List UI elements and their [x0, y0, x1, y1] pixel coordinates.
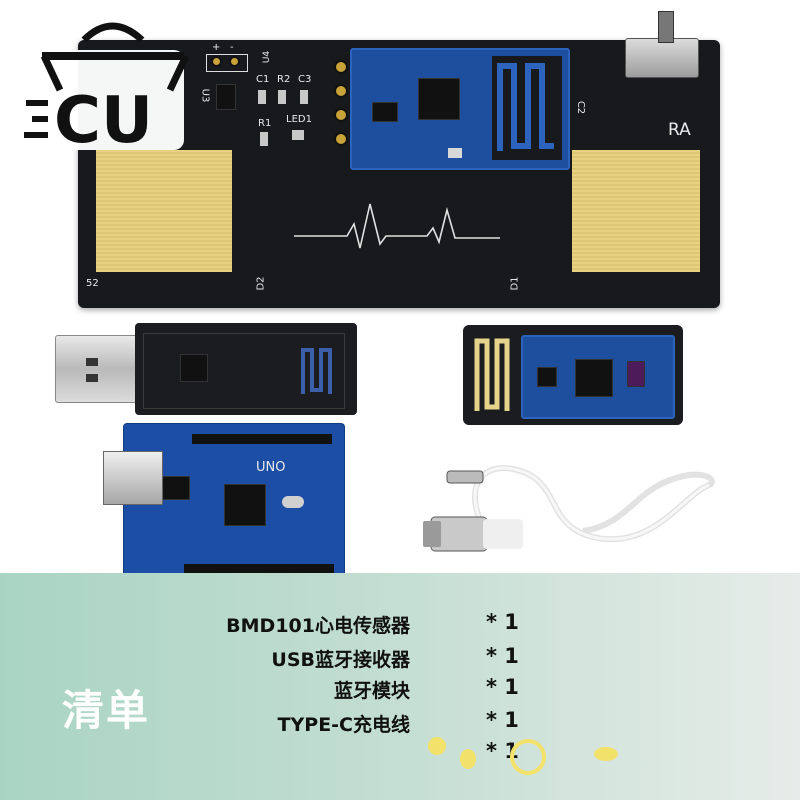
bmd101-module	[350, 48, 570, 170]
package-list-panel: 清单 BMD101心电传感器 * 1 USB蓝牙接收器 * 1 蓝牙模块 * 1…	[0, 573, 800, 800]
dongle-pcb	[135, 323, 357, 415]
module-chip-small	[372, 102, 398, 122]
electrode-pad-left	[96, 150, 232, 272]
usb-receiver-dongle	[55, 323, 357, 415]
uno-microcontroller	[224, 484, 266, 526]
label-minus: -	[230, 42, 234, 53]
electrode-pad-right	[572, 150, 700, 272]
logo-text: CU	[54, 84, 153, 158]
uno-crystal	[282, 496, 304, 508]
smd-component	[292, 130, 304, 140]
dongle-chip	[180, 354, 208, 382]
bt-chip-right	[627, 361, 645, 387]
list-item-qty: * 1	[486, 675, 519, 699]
label-c2: C2	[575, 100, 587, 115]
label-u3: U3	[199, 88, 211, 103]
ecg-sensor-board: 52 RA U4 U3 C1 R2 C3 R1 LED1 C2 D2 D1 + …	[78, 11, 720, 308]
power-switch[interactable]	[625, 11, 699, 78]
decorative-blob	[510, 739, 546, 775]
list-item-qty: * 1	[486, 610, 519, 634]
bt-chip	[575, 359, 613, 397]
bt-antenna	[474, 338, 510, 411]
power-header	[206, 54, 248, 72]
list-label: 清单	[62, 686, 151, 735]
header-pin	[334, 84, 348, 98]
header-pin	[334, 60, 348, 74]
list-item-name: TYPE-C充电线	[277, 714, 410, 736]
label-c3: C3	[298, 74, 312, 85]
label-r1: R1	[258, 118, 272, 129]
antenna-trace	[492, 56, 562, 160]
uno-board: UNO	[103, 423, 345, 580]
dongle-module	[143, 333, 345, 409]
switch-knob[interactable]	[658, 11, 674, 43]
label-ra: RA	[668, 120, 691, 140]
label-u4: U4	[262, 50, 273, 64]
bmd101-chip	[418, 78, 460, 120]
uno-header-bottom	[184, 564, 334, 574]
dongle-antenna	[301, 348, 332, 394]
list-item-qty: * 1	[486, 644, 519, 668]
list-item-name: 蓝牙模块	[333, 680, 410, 702]
regulator-chip	[216, 84, 236, 110]
decorative-blob	[428, 737, 446, 755]
smd-component	[300, 90, 308, 104]
label-plus: +	[212, 42, 221, 53]
list-item-name: BMD101心电传感器	[226, 615, 410, 637]
label-d1: D1	[509, 276, 521, 291]
smd-component	[260, 132, 268, 146]
smd-component	[258, 90, 266, 104]
uno-header-top	[192, 434, 332, 444]
uno-label: UNO	[256, 460, 286, 475]
label-c1: C1	[256, 74, 270, 85]
uno-usb-port	[103, 451, 163, 505]
label-led1: LED1	[286, 114, 312, 125]
bt-board	[521, 335, 675, 419]
bluetooth-module	[463, 325, 683, 425]
cart-logo-icon: CU	[24, 22, 190, 158]
smd-component	[278, 90, 286, 104]
board-serial: 52	[86, 278, 99, 289]
bt-chip-small	[537, 367, 557, 387]
label-r2: R2	[277, 74, 291, 85]
label-d2: D2	[255, 276, 267, 291]
type-c-cable	[423, 465, 715, 552]
smd-component	[448, 148, 462, 158]
header-pin	[334, 132, 348, 146]
header-pin	[334, 108, 348, 122]
decorative-blob	[460, 749, 476, 769]
heartbeat-icon	[294, 203, 500, 249]
list-item-name: USB蓝牙接收器	[271, 649, 410, 671]
decorative-blob	[594, 747, 618, 761]
list-item-qty: * 1	[486, 708, 519, 732]
